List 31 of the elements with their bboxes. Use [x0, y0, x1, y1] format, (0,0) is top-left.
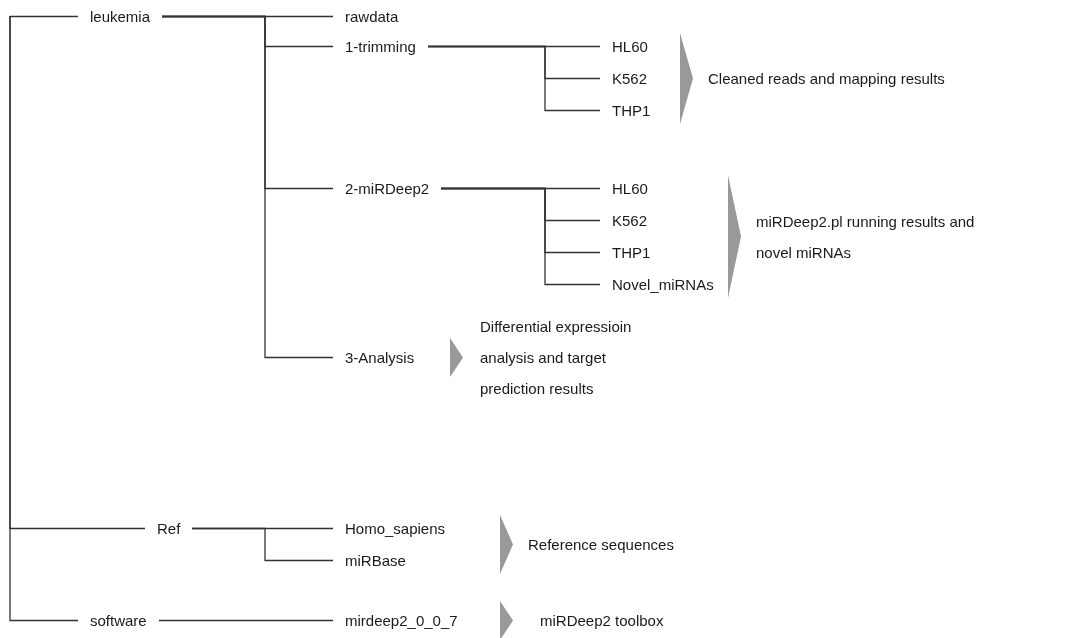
folder-label: K562: [612, 204, 648, 236]
tree-connector: [9, 15, 79, 18]
description-text: Cleaned reads and mapping results: [708, 69, 946, 89]
folder-label: leukemia: [90, 0, 151, 32]
folder-label: 2-miRDeep2: [345, 172, 430, 204]
folder-label: Novel_miRNAs: [612, 268, 714, 300]
folder-label: Ref: [157, 512, 181, 544]
folder-label: software: [90, 604, 147, 636]
folder-label: THP1: [612, 94, 651, 126]
folder-label: miRBase: [345, 544, 406, 576]
folder-label: mirdeep2_0_0_7: [345, 604, 458, 636]
chevron-arrow: [450, 338, 463, 377]
description-text: Differential expressioin analysis and target prediction results: [480, 311, 670, 404]
folder-label: Homo_sapiens: [345, 512, 446, 544]
tree-connector: [158, 619, 334, 622]
folder-label: HL60: [612, 30, 648, 62]
tree-connector: [440, 187, 601, 286]
folder-label: 3-Analysis: [345, 341, 415, 373]
tree-connector: [191, 527, 334, 562]
folder-label: K562: [612, 62, 648, 94]
tree-connector: [9, 15, 79, 622]
chevron-arrow: [500, 601, 513, 638]
folder-label: THP1: [612, 236, 651, 268]
folder-label: rawdata: [345, 0, 399, 32]
description-text: miRDeep2.pl running results and novel miRNAs: [756, 211, 976, 263]
description-text: miRDeep2 toolbox: [540, 605, 740, 636]
folder-label: HL60: [612, 172, 648, 204]
tree-connector: [427, 45, 601, 112]
tree-connector: [161, 15, 334, 359]
description-text: Reference sequences: [528, 535, 675, 555]
folder-label: 1-trimming: [345, 30, 416, 62]
